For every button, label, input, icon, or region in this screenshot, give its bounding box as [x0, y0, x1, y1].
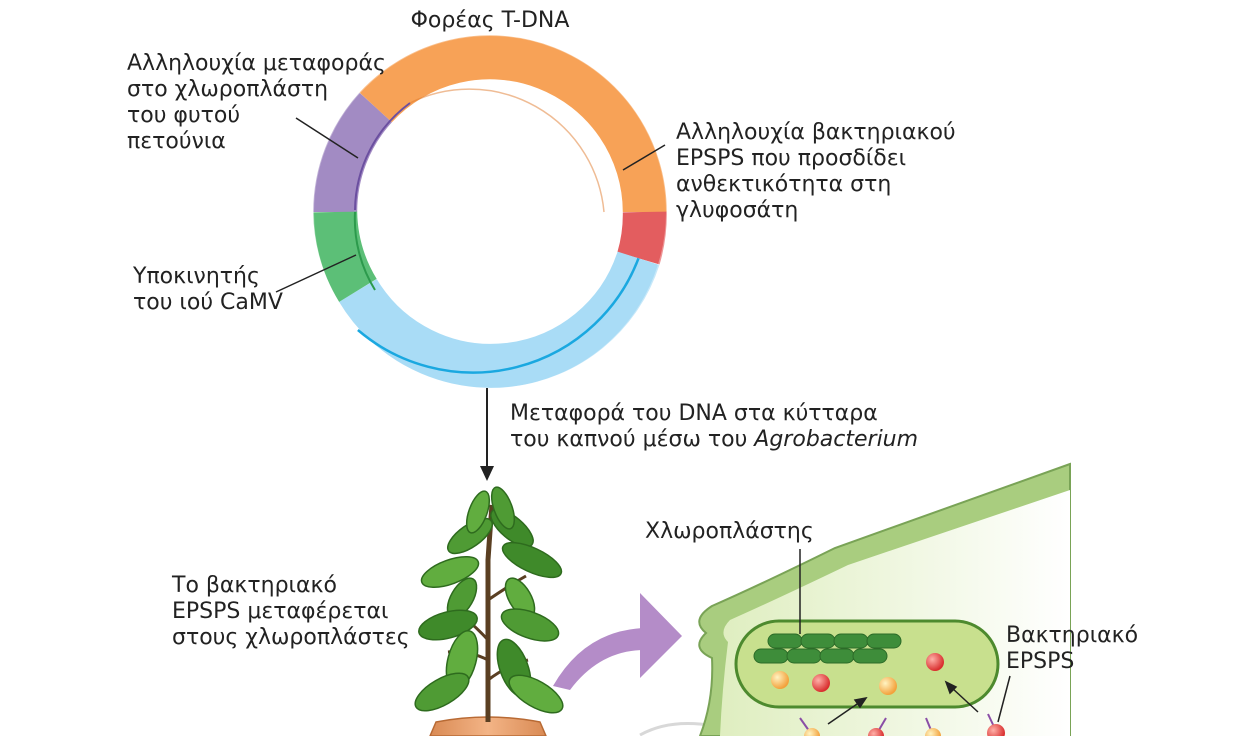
transit-proteins: [799, 713, 1005, 736]
label-epsps-line1: Αλληλουχία βακτηριακού: [676, 120, 956, 145]
chloroplast-label: Χλωροπλάστης: [645, 519, 814, 544]
transfer-line2-prefix: του καπνού μέσω του: [510, 427, 754, 452]
protein-label-line2: EPSPS: [1006, 649, 1074, 674]
protein-label-line1: Βακτηριακό: [1006, 623, 1138, 648]
plasmid-ring: [312, 34, 668, 390]
plant-caption-line1: Το βακτηριακό: [171, 573, 337, 598]
plasmid-title: Φορέας T-DNA: [411, 8, 570, 33]
ring-segment-backbone: [339, 251, 660, 388]
transfer-line2: του καπνού μέσω του Agrobacterium: [510, 427, 918, 452]
ring-segment-chloroplast-transit: [313, 92, 393, 213]
ring-segment-epsps: [359, 35, 667, 213]
label-camv-promoter-line2: του ιού CaMV: [133, 290, 283, 315]
transfer-line2-italic: Agrobacterium: [752, 427, 918, 452]
thylakoid-stacks: [753, 633, 902, 664]
label-chloroplast-transit-line4: πετούνια: [127, 129, 226, 154]
plant-pot: [429, 716, 547, 736]
protein-epsps-bacterial: [812, 674, 830, 692]
leader-line-camv-promoter: [275, 254, 357, 293]
label-epsps-line3: ανθεκτικότητα στη: [676, 172, 891, 197]
plant-caption-line3: στους χλωροπλάστες: [172, 625, 410, 650]
ring-segment-terminator: [617, 211, 667, 265]
plant-cell-illustration: [698, 462, 1071, 736]
label-epsps-line4: γλυφοσάτη: [676, 198, 798, 223]
leader-line-bacterial-epsps: [997, 675, 1011, 723]
import-arrows: [827, 680, 979, 725]
label-epsps: Αλληλουχία βακτηριακού EPSPS που προσδίδ…: [676, 120, 956, 223]
protein-epsps-native: [771, 671, 789, 689]
ring-segment-camv-promoter: [313, 211, 378, 302]
label-camv-promoter: Υποκινητής του ιού CaMV: [132, 264, 283, 315]
label-epsps-line2: EPSPS που προσδίδει: [676, 146, 906, 171]
label-chloroplast-transit-line3: του φυτού: [127, 103, 240, 128]
protein-epsps-bacterial: [926, 653, 944, 671]
tobacco-plant-illustration: [414, 486, 564, 736]
leader-line-epsps: [622, 144, 666, 171]
plant-leaves: [414, 486, 564, 714]
label-chloroplast-transit: Αλληλουχία μεταφοράς στο χλωροπλάστη του…: [127, 51, 386, 154]
transfer-line1: Μεταφορά του DNA στα κύτταρα: [510, 401, 878, 426]
purple-transfer-arrow: [553, 593, 682, 690]
label-camv-promoter-line1: Υποκινητής: [132, 264, 260, 289]
transfer-arrow-head: [480, 466, 494, 481]
label-chloroplast-transit-line2: στο χλωροπλάστη: [127, 77, 328, 102]
plant-stem: [485, 504, 495, 722]
leader-line-chloroplast-transit: [295, 117, 359, 159]
protein-epsps-native: [879, 677, 897, 695]
plant-caption-line2: EPSPS μεταφέρεται: [172, 599, 388, 624]
label-chloroplast-transit-line1: Αλληλουχία μεταφοράς: [127, 51, 386, 76]
